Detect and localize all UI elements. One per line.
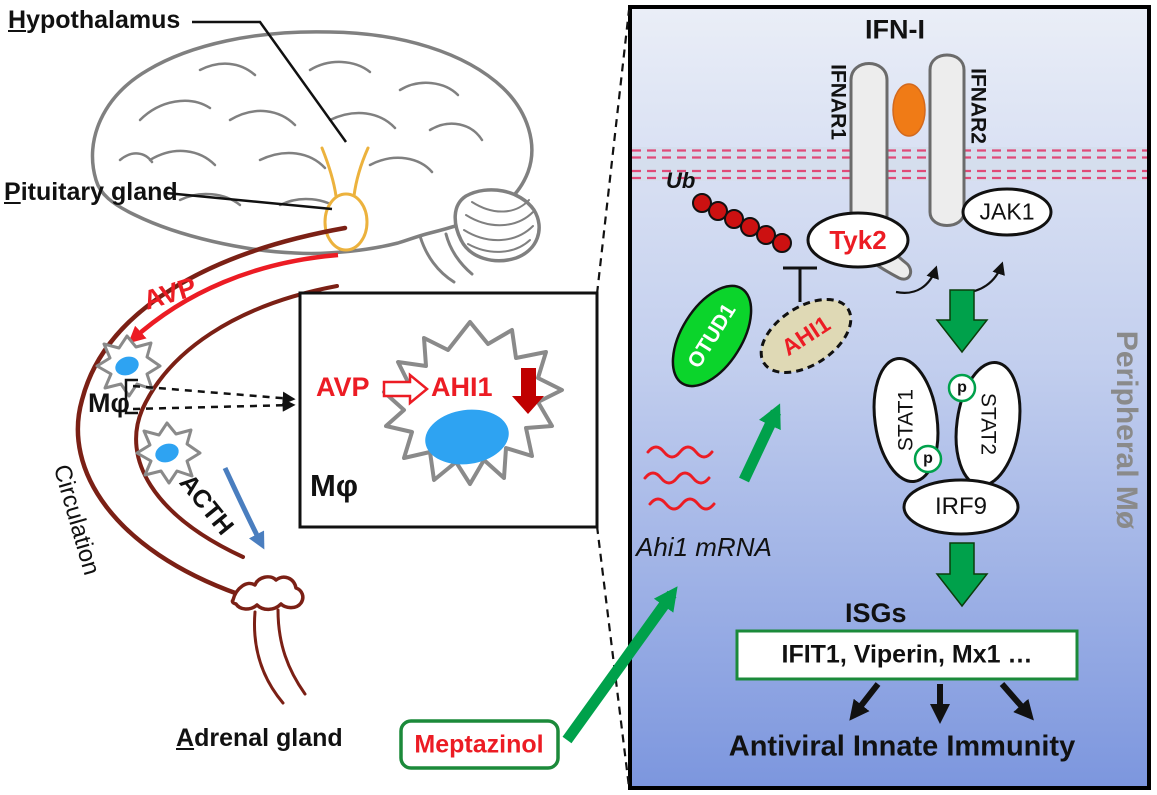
- magnify-dashed-arrows: [132, 384, 296, 412]
- tyk2-oval: [806, 211, 910, 269]
- circulation-vessel: [75, 225, 348, 597]
- ifnar1-label: IFNAR1: [826, 64, 850, 140]
- jak1-oval: [961, 187, 1053, 237]
- acth-arrow: [222, 466, 265, 550]
- stat1-label: STAT1: [894, 388, 918, 452]
- ub-label: Ub: [666, 168, 696, 193]
- cell-nucleus: [155, 443, 179, 463]
- isg-genes-label: IFIT1, Viperin, Mx1 …: [781, 640, 1033, 669]
- plasma-membrane: [632, 147, 1147, 181]
- phospho-lower-label: p: [923, 450, 933, 467]
- vessel-macrophage-2: [135, 421, 202, 485]
- ifn-label: IFN-I: [865, 14, 925, 45]
- mrna-squiggles: [643, 445, 716, 511]
- pituitary-pointer-line: [165, 191, 333, 211]
- mrna-to-ahi1-arrow: [739, 403, 781, 483]
- inset-ahi1-label: AHI1: [431, 372, 493, 402]
- magnify-connector-lines: [595, 9, 631, 788]
- isgs-label: ISGs: [845, 598, 907, 628]
- inset-macrophage-label: Mφ: [310, 468, 358, 503]
- adrenal-gland-drawing: [230, 575, 307, 705]
- adrenal-label: Adrenal gland: [176, 724, 343, 752]
- pituitary-label: Pituitary gland: [4, 178, 178, 206]
- brain-gyri: [118, 60, 484, 212]
- irf9-label: IRF9: [934, 493, 988, 520]
- compartment-label: Peripheral Mø: [1110, 330, 1143, 530]
- irf9-oval: [902, 478, 1020, 536]
- brain-illustration: [90, 30, 541, 284]
- avp-arrow: [128, 252, 339, 344]
- mrna-label: Ahi1 mRNA: [636, 532, 772, 562]
- ifn-ligand: [892, 83, 926, 137]
- inset-induction-arrow: [382, 372, 429, 406]
- stat2-label: STAT2: [976, 392, 1000, 456]
- cerebellum-striations: [463, 199, 534, 253]
- jak1-label: JAK1: [979, 198, 1035, 225]
- meptazinol-label: Meptazinol: [414, 730, 544, 759]
- cell-nucleus: [425, 409, 509, 465]
- vessel-macrophage-1: [95, 334, 162, 398]
- magnify-bracket: [124, 378, 138, 415]
- hypothalamus-label: Hypothalamus: [8, 6, 181, 34]
- pituitary-drawing: [320, 146, 370, 252]
- cell-nucleus: [115, 356, 139, 376]
- meptazinol-arrow: [562, 586, 678, 744]
- ifnar2-label: IFNAR2: [966, 68, 990, 144]
- phospho-upper-label: p: [957, 379, 967, 396]
- inhibition-tbar: [783, 266, 817, 302]
- ifnar2-receptor: [928, 53, 966, 227]
- phospho-badge-lower: [913, 444, 943, 474]
- inset-down-arrow: [512, 368, 544, 414]
- inset-macrophage: [382, 320, 564, 486]
- meptazinol-box: [399, 719, 560, 770]
- inset-avp-label: AVP: [316, 372, 370, 402]
- phospho-badge-upper: [947, 373, 977, 403]
- signal-arrow-1: [935, 289, 989, 354]
- vessel-macrophage-label: Mφ: [88, 388, 130, 418]
- hypothalamus-pointer-line: [192, 20, 348, 143]
- ubiquitin-chain: [692, 193, 792, 253]
- tyk2-label: Tyk2: [829, 225, 887, 255]
- isg-output-arrows: [849, 682, 1034, 724]
- isg-box: [735, 629, 1079, 681]
- signal-arrow-2: [935, 542, 989, 608]
- brainstem: [418, 232, 474, 284]
- ahi1-oval: [759, 297, 853, 375]
- otud1-oval: [671, 284, 753, 388]
- outcome-label: Antiviral Innate Immunity: [728, 730, 1076, 763]
